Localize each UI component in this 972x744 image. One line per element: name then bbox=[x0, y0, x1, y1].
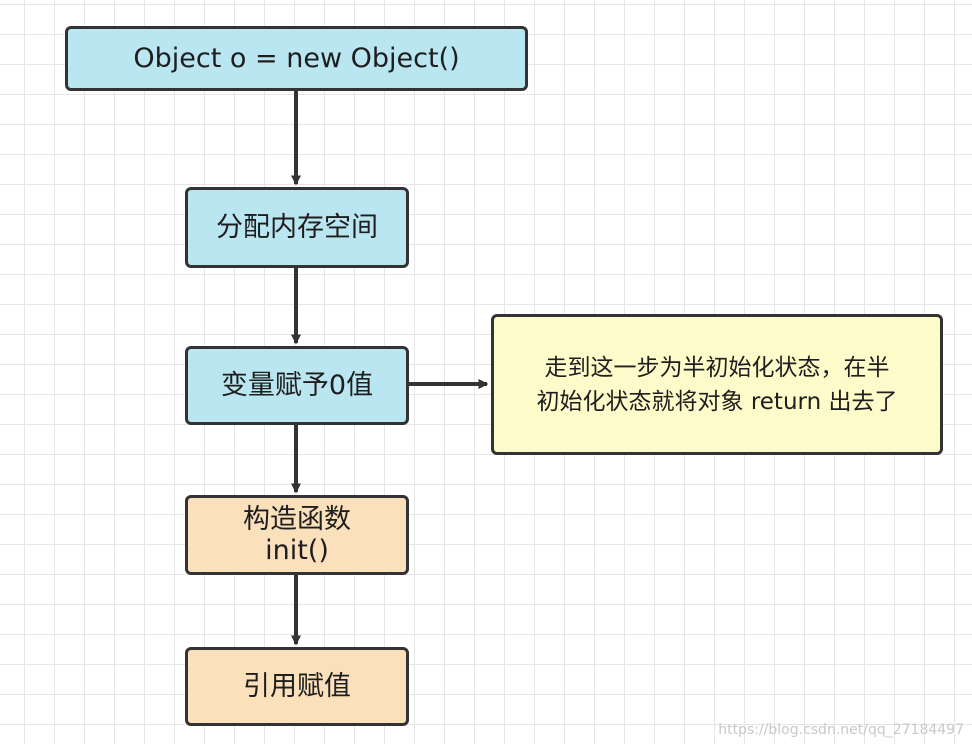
node-constructor-call: init() bbox=[265, 535, 329, 566]
node-new-object-label: Object o = new Object() bbox=[133, 43, 460, 74]
node-allocate-memory: 分配内存空间 bbox=[185, 187, 409, 268]
note-line-2: 初始化状态就将对象 return 出去了 bbox=[536, 388, 898, 415]
node-constructor-title: 构造函数 bbox=[243, 504, 351, 535]
node-allocate-memory-label: 分配内存空间 bbox=[216, 212, 378, 243]
node-new-object: Object o = new Object() bbox=[65, 26, 528, 91]
node-assign-reference-label: 引用赋值 bbox=[243, 671, 351, 702]
node-assign-reference: 引用赋值 bbox=[185, 647, 409, 726]
watermark: https://blog.csdn.net/qq_27184497 bbox=[718, 722, 964, 738]
node-zero-value: 变量赋予0值 bbox=[185, 346, 409, 425]
node-constructor: 构造函数 init() bbox=[185, 495, 409, 575]
half-init-note: 走到这一步为半初始化状态，在半 初始化状态就将对象 return 出去了 bbox=[491, 314, 943, 455]
note-line-1: 走到这一步为半初始化状态，在半 bbox=[544, 354, 890, 381]
node-zero-value-label: 变量赋予0值 bbox=[220, 370, 374, 401]
